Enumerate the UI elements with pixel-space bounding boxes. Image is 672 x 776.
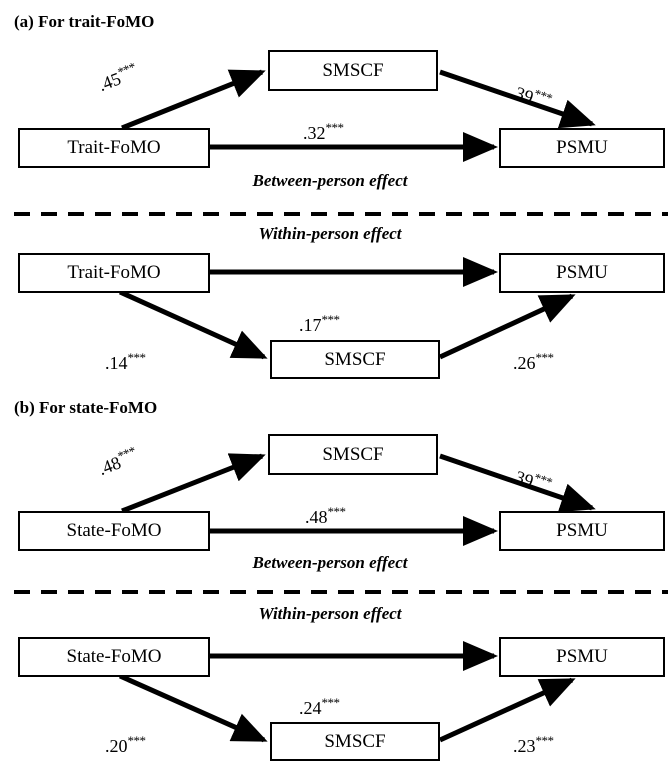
node-a-between-predictor[interactable]: Trait-FoMO — [18, 128, 210, 168]
coef-b-within-a-path: .20*** — [105, 733, 146, 757]
path-arrow-b-between-predictor-to-mediator — [121, 453, 266, 514]
coef-a-within-b-path: .26*** — [513, 350, 554, 374]
significance-stars: *** — [535, 733, 555, 748]
coef-b-between-c-path: .48*** — [305, 504, 346, 528]
coef-value: .24 — [299, 698, 322, 718]
significance-stars: *** — [321, 695, 341, 710]
node-b-within-predictor[interactable]: State-FoMO — [18, 637, 210, 677]
label-b-within-person-effect: Within-person effect — [258, 604, 402, 623]
node-a-within-outcome[interactable]: PSMU — [499, 253, 665, 293]
path-arrow-a-within-predictor-to-mediator — [118, 289, 268, 360]
node-b-between-outcome[interactable]: PSMU — [499, 511, 665, 551]
coef-value: .48 — [305, 507, 328, 527]
significance-stars: *** — [327, 504, 347, 519]
node-b-within-outcome[interactable]: PSMU — [499, 637, 665, 677]
label-a-between-person-effect: Between-person effect — [252, 171, 408, 190]
coef-value: .23 — [513, 736, 536, 756]
coef-b-within-b-path: .23*** — [513, 733, 554, 757]
path-arrow-b-within-mediator-to-outcome — [438, 677, 576, 743]
path-arrow-b-within-predictor-to-mediator — [118, 673, 268, 743]
coef-value: .20 — [105, 736, 128, 756]
significance-stars: *** — [127, 350, 147, 365]
coef-a-within-a-path: .14*** — [105, 350, 146, 374]
coef-value: .26 — [513, 353, 536, 373]
node-a-between-mediator[interactable]: SMSCF — [268, 50, 438, 91]
node-b-between-mediator[interactable]: SMSCF — [268, 434, 438, 475]
path-arrow-a-between-predictor-to-mediator — [121, 69, 266, 131]
node-b-between-predictor[interactable]: State-FoMO — [18, 511, 210, 551]
node-a-between-outcome[interactable]: PSMU — [499, 128, 665, 168]
significance-stars: *** — [535, 350, 555, 365]
path-arrow-b-between-mediator-to-outcome — [439, 453, 596, 513]
node-b-within-mediator[interactable]: SMSCF — [270, 722, 440, 761]
node-a-within-predictor[interactable]: Trait-FoMO — [18, 253, 210, 293]
panel-a-title: (a) For trait-FoMO — [14, 12, 155, 31]
label-a-within-person-effect: Within-person effect — [258, 224, 402, 243]
coef-value: .32 — [303, 123, 326, 143]
coef-a-within-c-path: .17*** — [299, 312, 340, 336]
node-a-within-mediator[interactable]: SMSCF — [270, 340, 440, 379]
coef-b-within-c-path: .24*** — [299, 695, 340, 719]
label-b-between-person-effect: Between-person effect — [252, 553, 408, 572]
path-arrow-a-within-mediator-to-outcome — [438, 293, 576, 360]
coef-a-between-c-path: .32*** — [303, 120, 344, 144]
coef-value: .17 — [299, 315, 322, 335]
significance-stars: *** — [325, 120, 345, 135]
panel-b-title: (b) For state-FoMO — [14, 398, 158, 417]
significance-stars: *** — [321, 312, 341, 327]
coef-value: .14 — [105, 353, 128, 373]
significance-stars: *** — [127, 733, 147, 748]
path-arrow-a-between-mediator-to-outcome — [439, 69, 596, 129]
